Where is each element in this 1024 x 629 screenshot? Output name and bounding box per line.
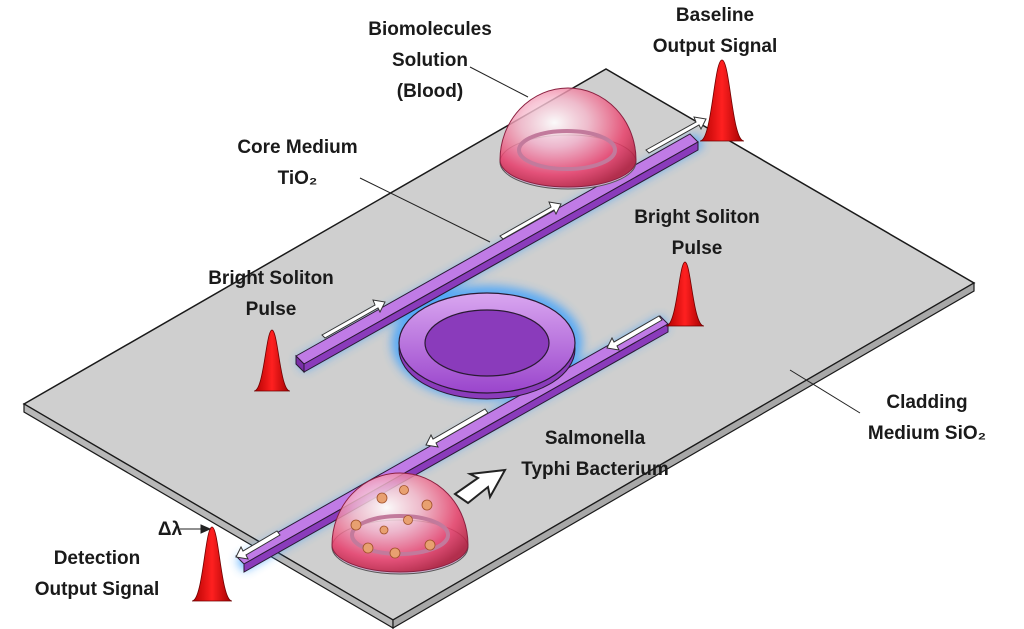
core-medium-label: Core Medium TiO₂ (237, 137, 358, 189)
direction-arrows (235, 116, 707, 560)
bacteria-particles (350, 485, 436, 559)
detection-label: Detection Output Signal (34, 548, 160, 600)
delta-lambda-label: Δλ (157, 519, 183, 540)
detection-output-pulse (191, 526, 233, 602)
salmonella-label: Salmonella Typhi Bacterium (521, 428, 669, 480)
output-pulses (191, 59, 745, 602)
bright-soliton-left-label: Bright Soliton Pulse (208, 268, 334, 320)
bacterium-droplet (331, 472, 469, 575)
input-pulse-left (253, 329, 291, 392)
ring-resonator (398, 292, 576, 400)
upper-waveguide (295, 133, 699, 374)
baseline-label: Baseline Output Signal (652, 5, 778, 57)
biomolecule-droplet (499, 87, 637, 190)
baseline-output-pulse (699, 59, 745, 142)
biomolecules-label: Biomolecules Solution (Blood) (368, 19, 492, 102)
input-pulse-right (665, 261, 705, 327)
leader-lines (180, 66, 861, 534)
bright-soliton-top-label: Bright Soliton Pulse (634, 207, 760, 259)
cladding-label: Cladding Medium SiO₂ (867, 392, 987, 444)
bacterium-pointer-arrow (453, 468, 507, 505)
